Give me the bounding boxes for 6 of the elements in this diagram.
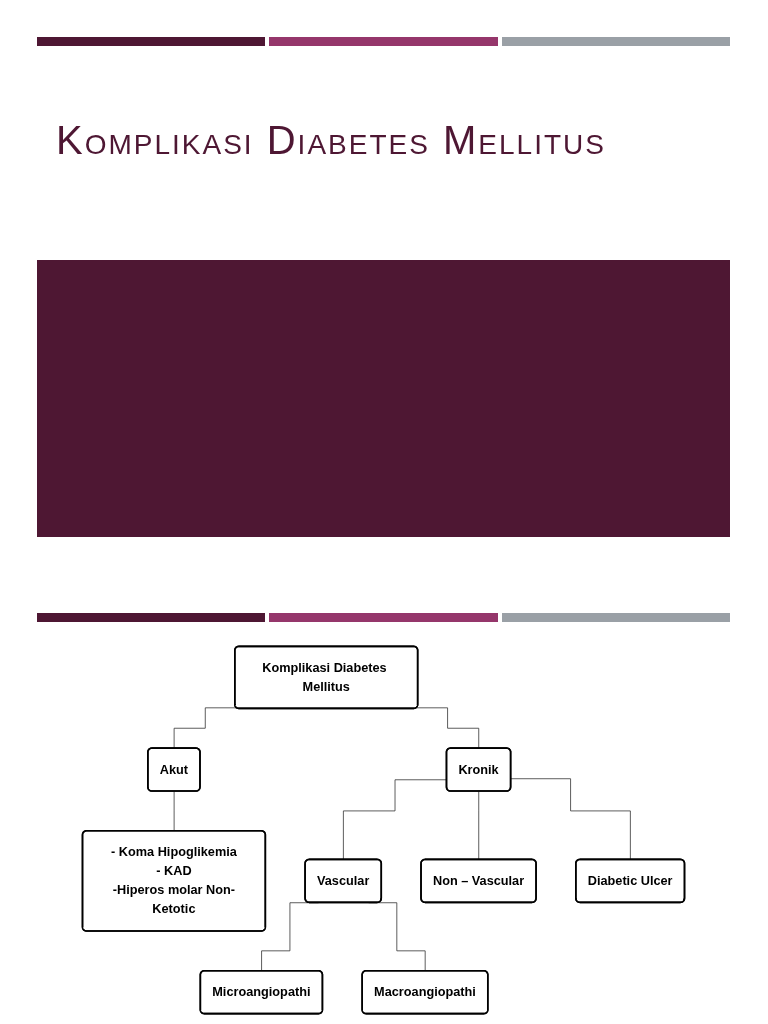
connector	[173, 791, 175, 832]
connector	[478, 791, 480, 861]
slide-title: Komplikasi Diabetes Mellitus	[56, 117, 607, 164]
connector	[416, 707, 480, 749]
connector	[173, 707, 237, 749]
connector	[510, 778, 631, 861]
